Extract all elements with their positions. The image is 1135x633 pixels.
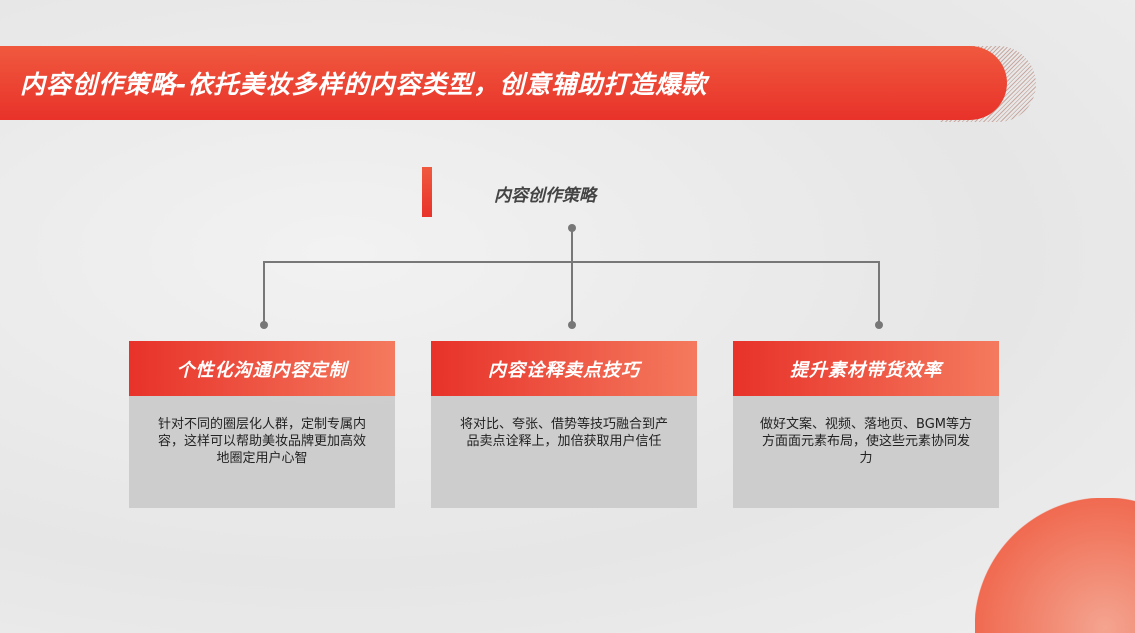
- card-text: 针对不同的圈层化人群，定制专属内容，这样可以帮助美妆品牌更加高效地圈定用户心智: [129, 396, 395, 508]
- connector-dot: [875, 321, 883, 329]
- card-title: 内容诠释卖点技巧: [431, 341, 697, 396]
- card-title: 提升素材带货效率: [733, 341, 999, 396]
- card-text: 做好文案、视频、落地页、BGM等方方面面元素布局，使这些元素协同发力: [733, 396, 999, 508]
- connector-line: [878, 261, 880, 324]
- connector-dot: [568, 321, 576, 329]
- connector-line: [263, 261, 265, 324]
- strategy-card: 提升素材带货效率 做好文案、视频、落地页、BGM等方方面面元素布局，使这些元素协…: [733, 341, 999, 508]
- decorative-circle: [975, 498, 1135, 633]
- root-node-label: 内容创作策略: [494, 186, 596, 206]
- card-text: 将对比、夸张、借势等技巧融合到产品卖点诠释上，加倍获取用户信任: [431, 396, 697, 508]
- strategy-card: 内容诠释卖点技巧 将对比、夸张、借势等技巧融合到产品卖点诠释上，加倍获取用户信任: [431, 341, 697, 508]
- connector-line: [571, 228, 573, 324]
- accent-bar: [422, 167, 432, 217]
- connector-line: [263, 261, 880, 263]
- title-bar: 内容创作策略-依托美妆多样的内容类型，创意辅助打造爆款: [0, 46, 1007, 120]
- card-title: 个性化沟通内容定制: [129, 341, 395, 396]
- connector-dot: [260, 321, 268, 329]
- strategy-card: 个性化沟通内容定制 针对不同的圈层化人群，定制专属内容，这样可以帮助美妆品牌更加…: [129, 341, 395, 508]
- page-title: 内容创作策略-依托美妆多样的内容类型，创意辅助打造爆款: [20, 70, 708, 99]
